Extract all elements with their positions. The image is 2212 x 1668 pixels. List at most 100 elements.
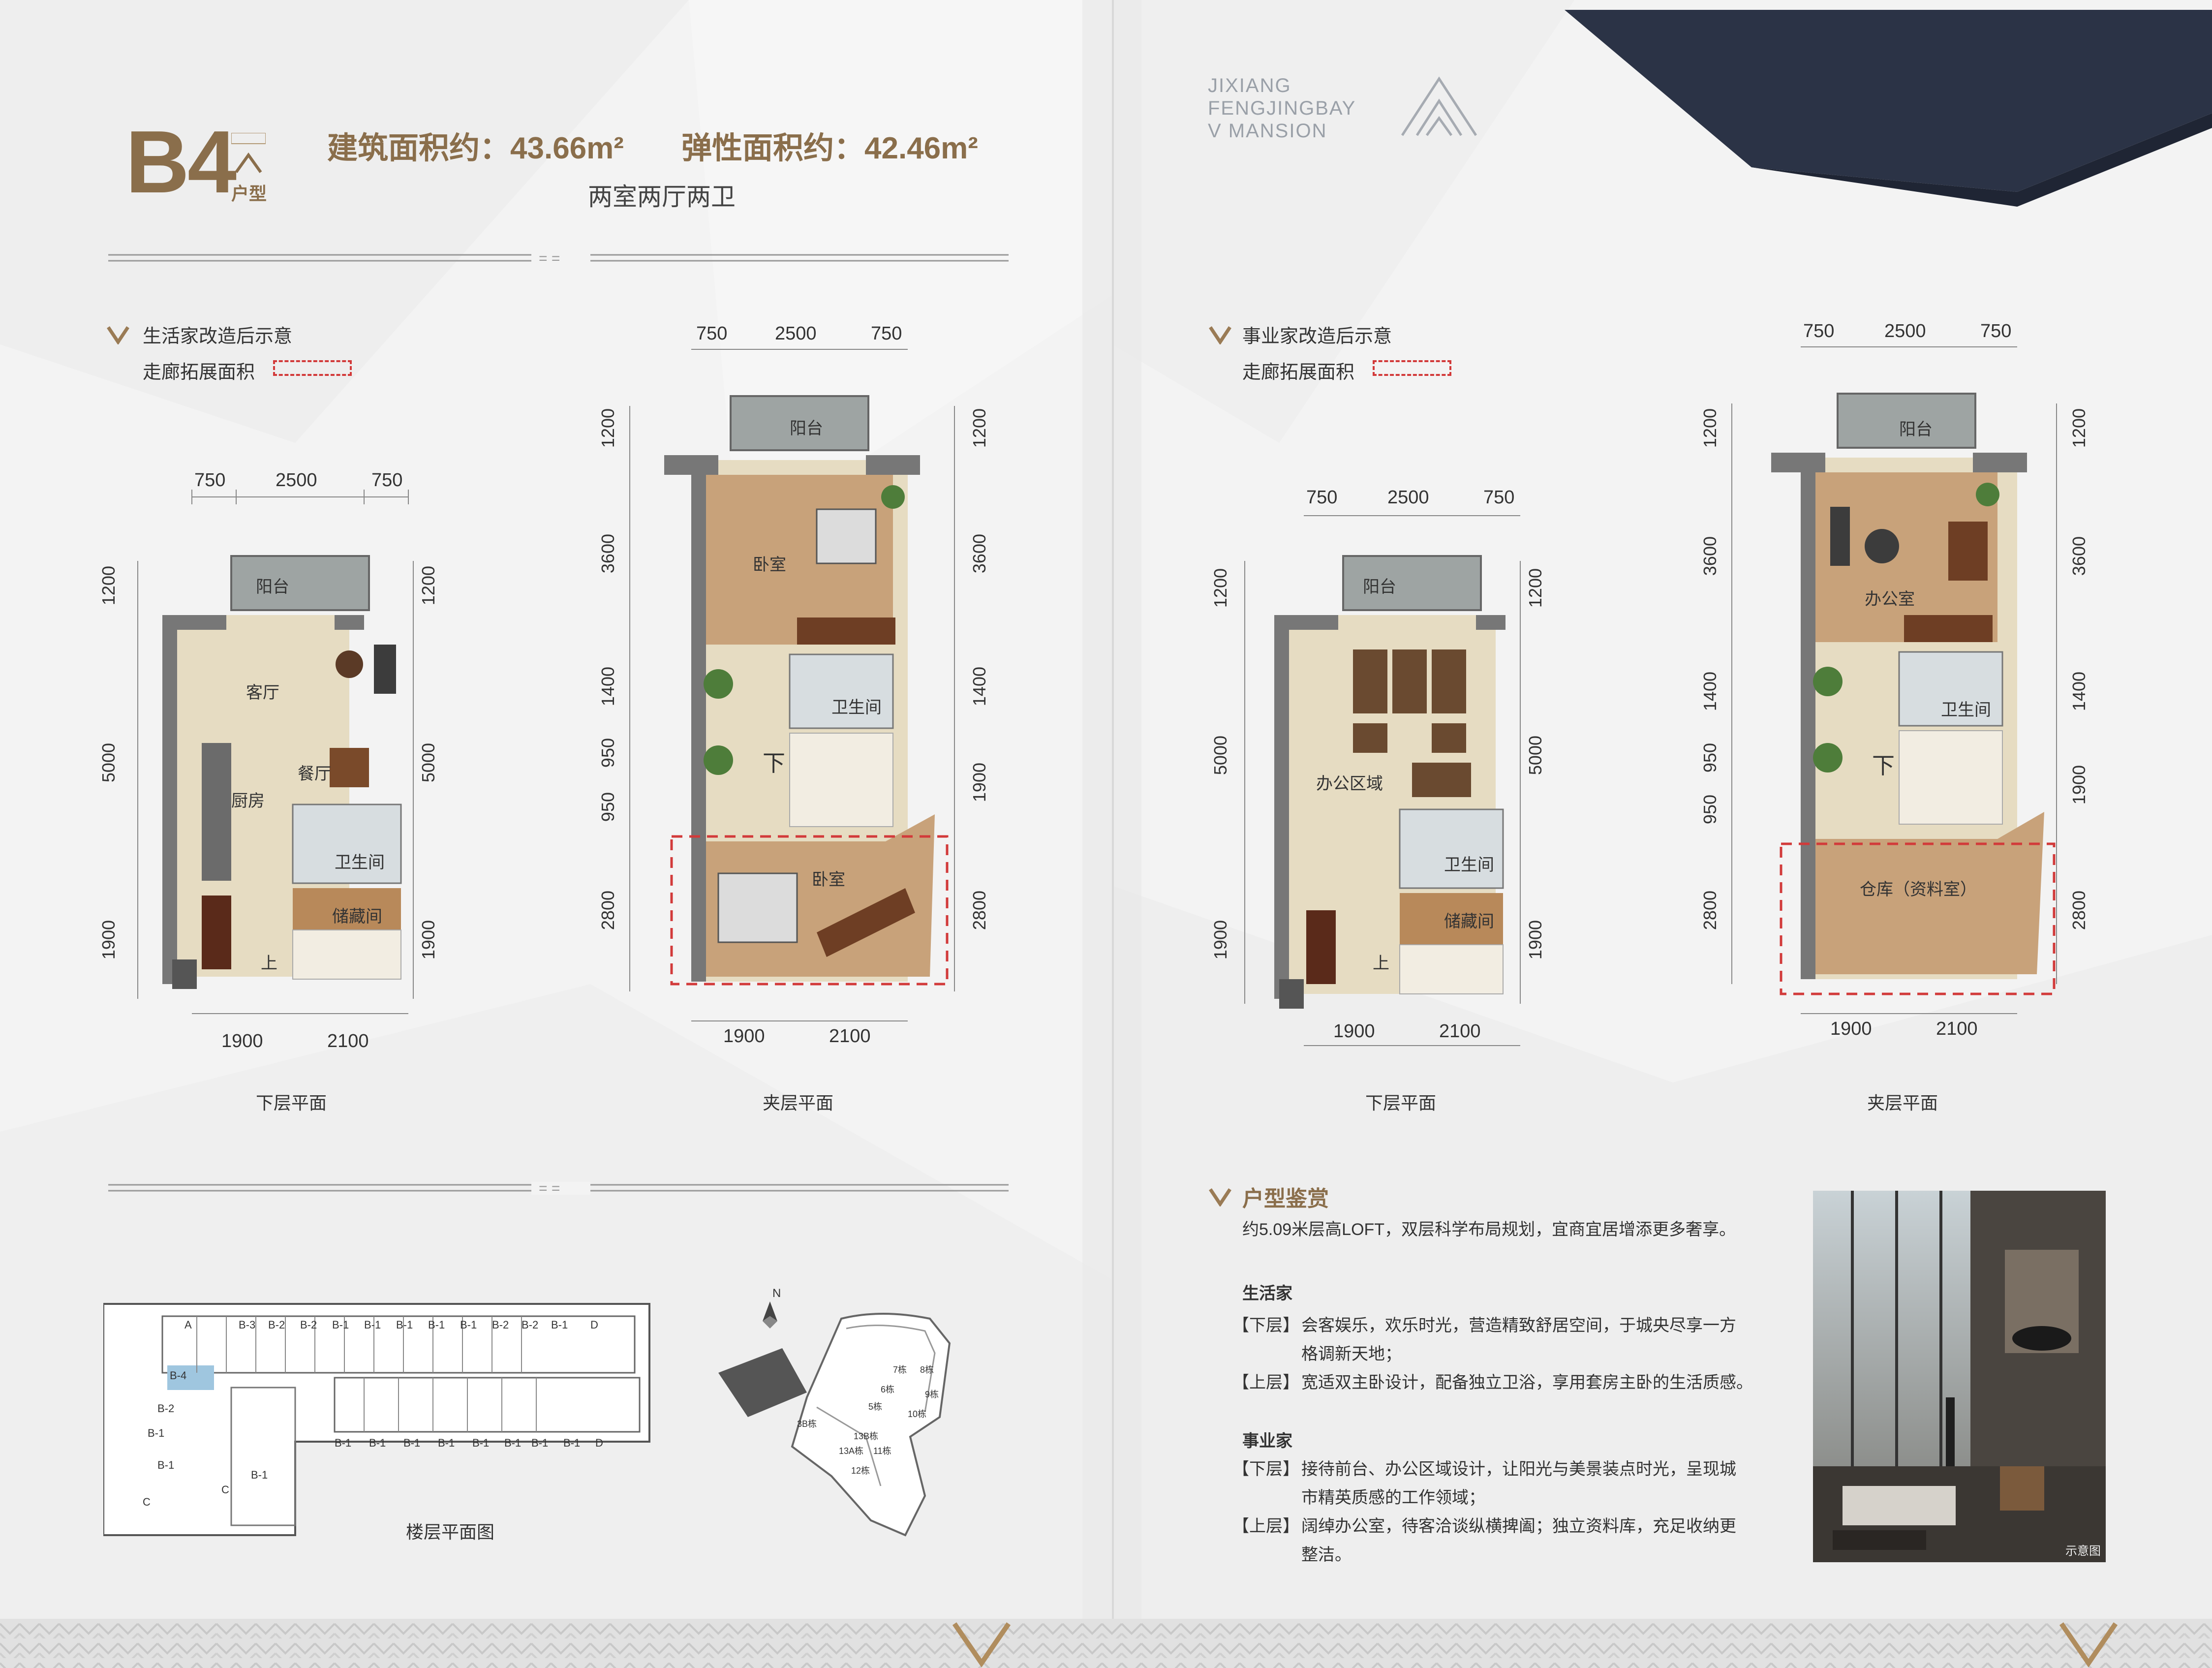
life-mezz-plan: 750 2500 750 1900 2100 1200 3600 1400 95… bbox=[590, 322, 999, 1050]
dim-side: 950 bbox=[1700, 743, 1720, 773]
dim-side: 1900 bbox=[2069, 765, 2089, 805]
unit-label: B-1 bbox=[396, 1319, 413, 1331]
room-warehouse: 仓库（资料室） bbox=[1860, 880, 1977, 899]
room-office: 办公室 bbox=[1865, 590, 1915, 609]
dim-side: 1900 bbox=[418, 920, 438, 960]
dim-side: 1200 bbox=[969, 408, 989, 448]
flex-area: 弹性面积约：42.46m² bbox=[681, 131, 978, 165]
room-bedroom: 卧室 bbox=[812, 870, 845, 889]
svg-text:= =: = = bbox=[539, 1181, 560, 1196]
corridor-extension-outline bbox=[1780, 842, 2056, 995]
site-plan-diagram bbox=[718, 1301, 951, 1537]
dim-side: 3600 bbox=[969, 534, 989, 574]
room-bedroom: 卧室 bbox=[753, 556, 786, 574]
north-label: N bbox=[772, 1287, 781, 1300]
brand-line3: V MANSION bbox=[1208, 120, 1327, 142]
dim-side: 1200 bbox=[2069, 408, 2089, 448]
dim-side: 5000 bbox=[1210, 736, 1230, 775]
v-logo-left-icon bbox=[952, 1622, 1011, 1668]
life-mezz-caption: 夹层平面 bbox=[763, 1093, 834, 1113]
room-bath: 卫生间 bbox=[1444, 856, 1494, 874]
unit-label: B-4 bbox=[170, 1369, 187, 1382]
stair-down: 下 bbox=[1872, 753, 1895, 778]
biz-lower-line1: 接待前台、办公区域设计，让阳光与美景装点时光，呈现城 bbox=[1301, 1460, 1736, 1479]
site-label: 7栋 bbox=[893, 1365, 907, 1375]
biz-mezz-plan: 750 2500 750 1900 2100 1200 3600 1400 95… bbox=[1692, 320, 2101, 1048]
unit-label: B-1 bbox=[438, 1437, 455, 1449]
dim-side: 2800 bbox=[2069, 891, 2089, 930]
header-divider: = = bbox=[108, 251, 1009, 266]
life-upper-line1: 宽适双主卧设计，配备独立卫浴，享用套房主卧的生活质感。 bbox=[1301, 1373, 1753, 1392]
unit-label: A bbox=[184, 1319, 192, 1331]
room-balcony: 阳台 bbox=[256, 578, 289, 596]
biz-lower-tag: 【下层】 bbox=[1232, 1460, 1299, 1479]
site-label: 5栋 bbox=[868, 1402, 883, 1412]
dim-top: 750 bbox=[871, 323, 902, 344]
life-lower-line2: 格调新天地； bbox=[1301, 1345, 1402, 1363]
brand-line1: JIXIANG bbox=[1208, 75, 1291, 96]
unit-label: D bbox=[595, 1437, 603, 1449]
unit-label: B-1 bbox=[335, 1437, 352, 1449]
unit-label: B-2 bbox=[492, 1319, 509, 1331]
room-storage: 储藏间 bbox=[332, 907, 382, 926]
room-kitchen: 厨房 bbox=[231, 792, 265, 810]
site-label: 6栋 bbox=[881, 1385, 895, 1394]
right-corridor-label: 走廊拓展面积 bbox=[1242, 362, 1355, 383]
interior-photo: 示意图 bbox=[1813, 1191, 2106, 1562]
site-label: 11栋 bbox=[873, 1446, 891, 1456]
biz-lower-plan: 750 2500 750 1900 2100 1200 5000 1900 12… bbox=[1200, 487, 1545, 1058]
room-bath: 卫生间 bbox=[1941, 701, 1991, 719]
site-label: 10栋 bbox=[908, 1409, 927, 1419]
dim-side: 1400 bbox=[969, 667, 989, 707]
life-upper-tag: 【上层】 bbox=[1232, 1373, 1299, 1392]
biz-upper-tag: 【上层】 bbox=[1232, 1517, 1299, 1536]
unit-label: B-1 bbox=[148, 1427, 165, 1439]
unit-label: B-3 bbox=[239, 1319, 256, 1331]
dim-side: 1900 bbox=[1210, 920, 1230, 960]
dim-side: 1200 bbox=[418, 566, 438, 606]
dim-top: 2500 bbox=[1387, 487, 1429, 508]
stair-up: 上 bbox=[1373, 954, 1389, 973]
unit-label: B-1 bbox=[504, 1437, 522, 1449]
site-label: 13B栋 bbox=[854, 1431, 879, 1441]
unit-label: B-1 bbox=[531, 1437, 549, 1449]
dim-top: 750 bbox=[1980, 321, 2012, 341]
dim-side: 950 bbox=[598, 792, 618, 822]
biz-upper-line1: 阔绰办公室，待客洽谈纵横捭阖；独立资料库，充足收纳更 bbox=[1301, 1517, 1736, 1536]
dim-side: 5000 bbox=[418, 743, 438, 783]
room-living: 客厅 bbox=[246, 683, 279, 702]
v-bullet-icon bbox=[1209, 1188, 1231, 1206]
dim-bottom: 2100 bbox=[1439, 1021, 1481, 1042]
floor-plan-labels: A B-3 B-2 B-2 B-1 B-1 B-1 B-1 B-1 B-2 B-… bbox=[103, 1289, 654, 1540]
dim-side: 1400 bbox=[1700, 672, 1720, 711]
footer-chevron-strip bbox=[0, 1619, 2212, 1668]
site-label: 8栋 bbox=[920, 1365, 934, 1375]
unit-label: C bbox=[221, 1483, 229, 1496]
dim-side: 1200 bbox=[598, 408, 618, 448]
dim-bottom: 1900 bbox=[723, 1026, 765, 1047]
right-section-title: 事业家改造后示意 bbox=[1242, 326, 1392, 347]
site-label: 3B栋 bbox=[797, 1419, 817, 1429]
dim-side: 3600 bbox=[1700, 536, 1720, 576]
site-plan-labels: N 7栋 8栋 6栋 9栋 5栋 10栋 3B栋 13B栋 13A栋 11栋 1… bbox=[718, 1287, 1023, 1565]
life-lower-plan: 750 2500 750 1900 2100 1200 5000 1900 12… bbox=[98, 467, 443, 1051]
unit-label: B-2 bbox=[268, 1319, 285, 1331]
dim-side: 1900 bbox=[969, 763, 989, 803]
dim-side: 3600 bbox=[2069, 536, 2089, 576]
dim-bottom: 2100 bbox=[1936, 1019, 1978, 1039]
dim-bottom: 2100 bbox=[829, 1026, 871, 1047]
life-lower-caption: 下层平面 bbox=[256, 1093, 327, 1113]
room-balcony: 阳台 bbox=[790, 419, 823, 438]
dim-top: 750 bbox=[1306, 487, 1338, 508]
building-area: 建筑面积约：43.66m² bbox=[327, 131, 624, 165]
brand-logo-icon bbox=[1401, 76, 1477, 136]
stair-up: 上 bbox=[261, 954, 277, 973]
unit-label: C bbox=[143, 1496, 151, 1508]
life-lower-tag: 【下层】 bbox=[1232, 1316, 1299, 1335]
unit-label: B-1 bbox=[251, 1469, 268, 1481]
dim-side: 3600 bbox=[598, 534, 618, 574]
unit-label: D bbox=[590, 1319, 598, 1331]
dim-top: 2500 bbox=[775, 323, 817, 344]
dim-top: 750 bbox=[371, 470, 403, 491]
